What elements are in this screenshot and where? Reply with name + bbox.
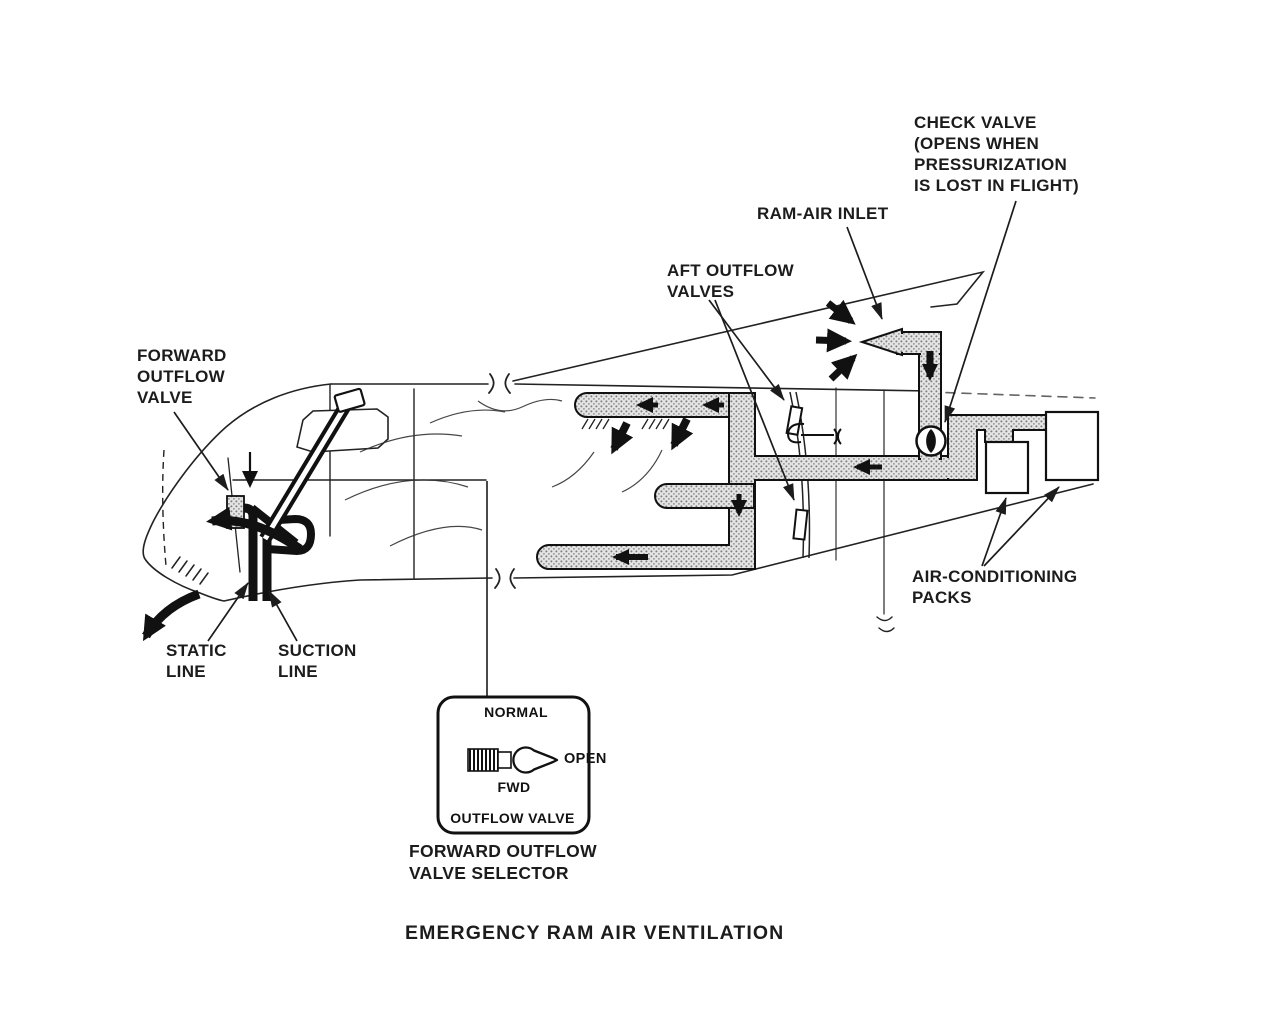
ram-air-inlet-funnel — [858, 327, 903, 357]
selector-label-normal: NORMAL — [484, 704, 548, 720]
diagram-title: EMERGENCY RAM AIR VENTILATION — [405, 922, 785, 944]
aft-outflow-valve-lower — [792, 508, 809, 541]
duct-leak-ticks — [581, 418, 670, 430]
duct-flow-arrows — [612, 351, 938, 565]
leader-lines — [173, 200, 1060, 642]
selector-label-outflow-valve: OUTFLOW VALVE — [450, 810, 575, 826]
leader-aft-outflow-lower — [714, 299, 795, 501]
nose-radome-dashed-line — [162, 449, 167, 567]
label-aft-outflow-valves: AFT OUTFLOW VALVES — [667, 261, 794, 302]
air-conditioning-pack-right — [1044, 410, 1100, 482]
duct-network — [535, 331, 1047, 570]
leader-static-line — [207, 582, 249, 642]
ram-air-arrows — [815, 299, 858, 382]
label-check-valve: CHECK VALVE (OPENS WHEN PRESSURIZATION I… — [914, 113, 1079, 196]
selector-knob — [467, 746, 559, 774]
label-selector-caption: FORWARD OUTFLOW VALVE SELECTOR — [409, 841, 597, 883]
drain-fitting — [786, 422, 842, 445]
label-forward-outflow-valve: FORWARD OUTFLOW VALVE — [137, 346, 227, 408]
label-ram-air-inlet: RAM-AIR INLET — [757, 204, 889, 223]
label-suction-line: SUCTION LINE — [278, 641, 357, 682]
leader-ram-air-inlet — [846, 226, 883, 320]
label-air-conditioning-packs: AIR-CONDITIONING PACKS — [912, 567, 1078, 608]
fuselage-outline — [142, 270, 1096, 633]
leader-pack-left — [981, 497, 1007, 567]
cabin-airflow-lines — [344, 398, 663, 547]
label-static-line: STATIC LINE — [166, 641, 227, 682]
nose-exhaust-arrows — [142, 506, 303, 642]
leader-pack-right — [983, 486, 1060, 567]
cabin-flow-arrows — [610, 417, 694, 455]
suction-line-mast-cap — [333, 387, 366, 413]
leader-check-valve — [944, 200, 1017, 423]
selector-label-fwd: FWD — [497, 779, 531, 795]
air-conditioning-pack-left — [984, 440, 1030, 495]
leader-forward-outflow — [173, 411, 229, 491]
check-valve — [915, 425, 947, 457]
leader-suction-line — [268, 590, 298, 642]
selector-label-open: OPEN — [564, 751, 607, 767]
